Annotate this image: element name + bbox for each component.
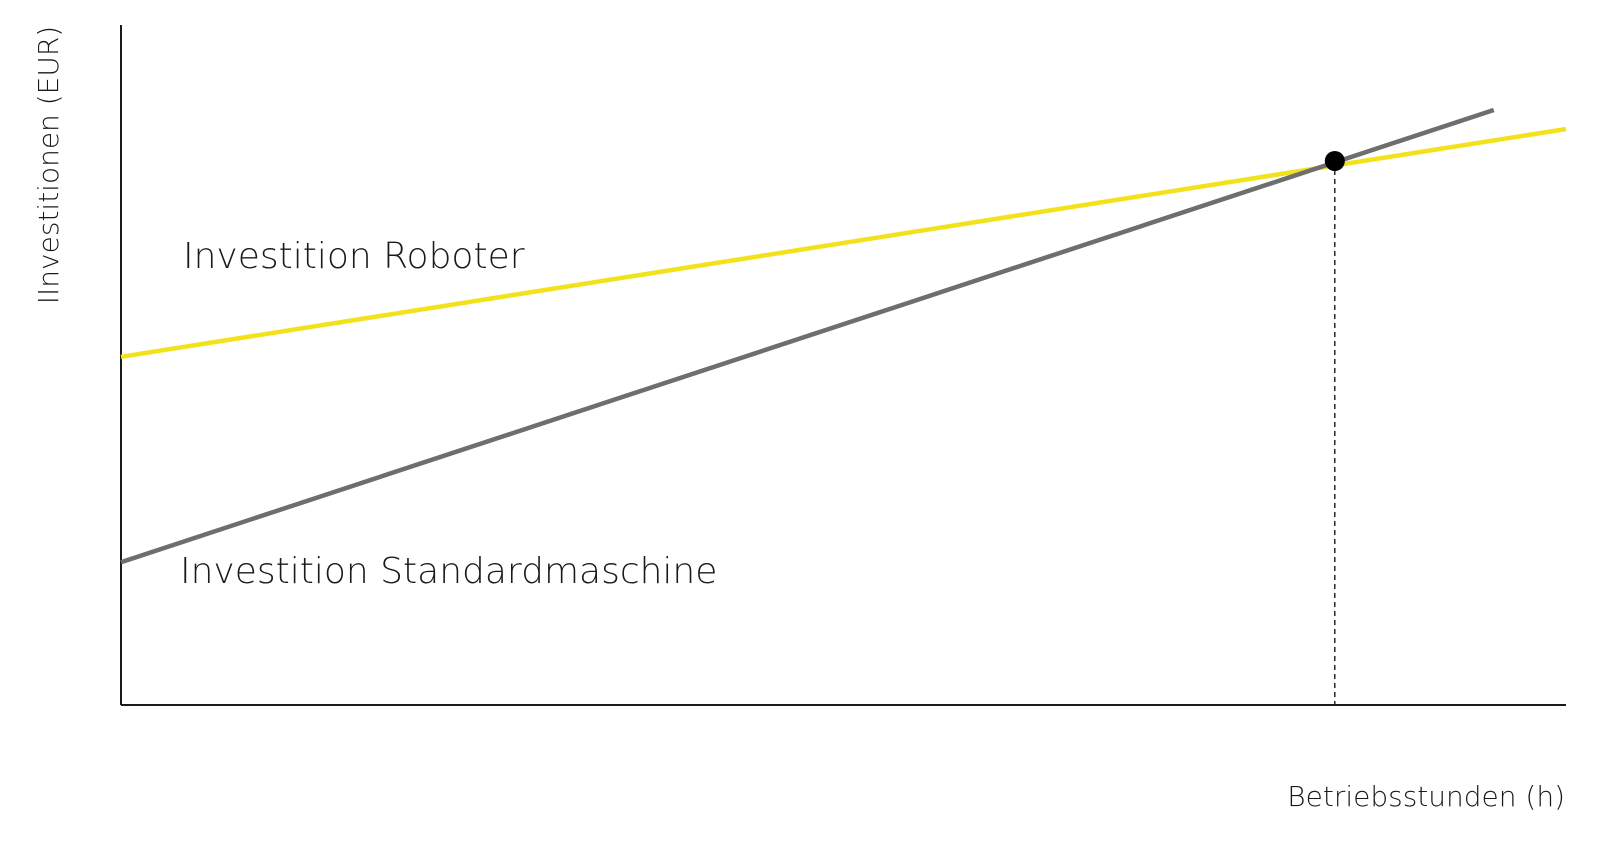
series-line-standardmaschine bbox=[120, 107, 1495, 565]
series-label-standardmaschine: Investition Standardmaschine bbox=[180, 551, 717, 592]
break-even-point bbox=[1324, 151, 1345, 171]
series-label-roboter: Investition Roboter bbox=[183, 236, 525, 277]
y-axis-title: IInvestitionen (EUR) bbox=[32, 26, 65, 304]
x-axis-title: Betriebsstunden (h) bbox=[1287, 780, 1565, 813]
